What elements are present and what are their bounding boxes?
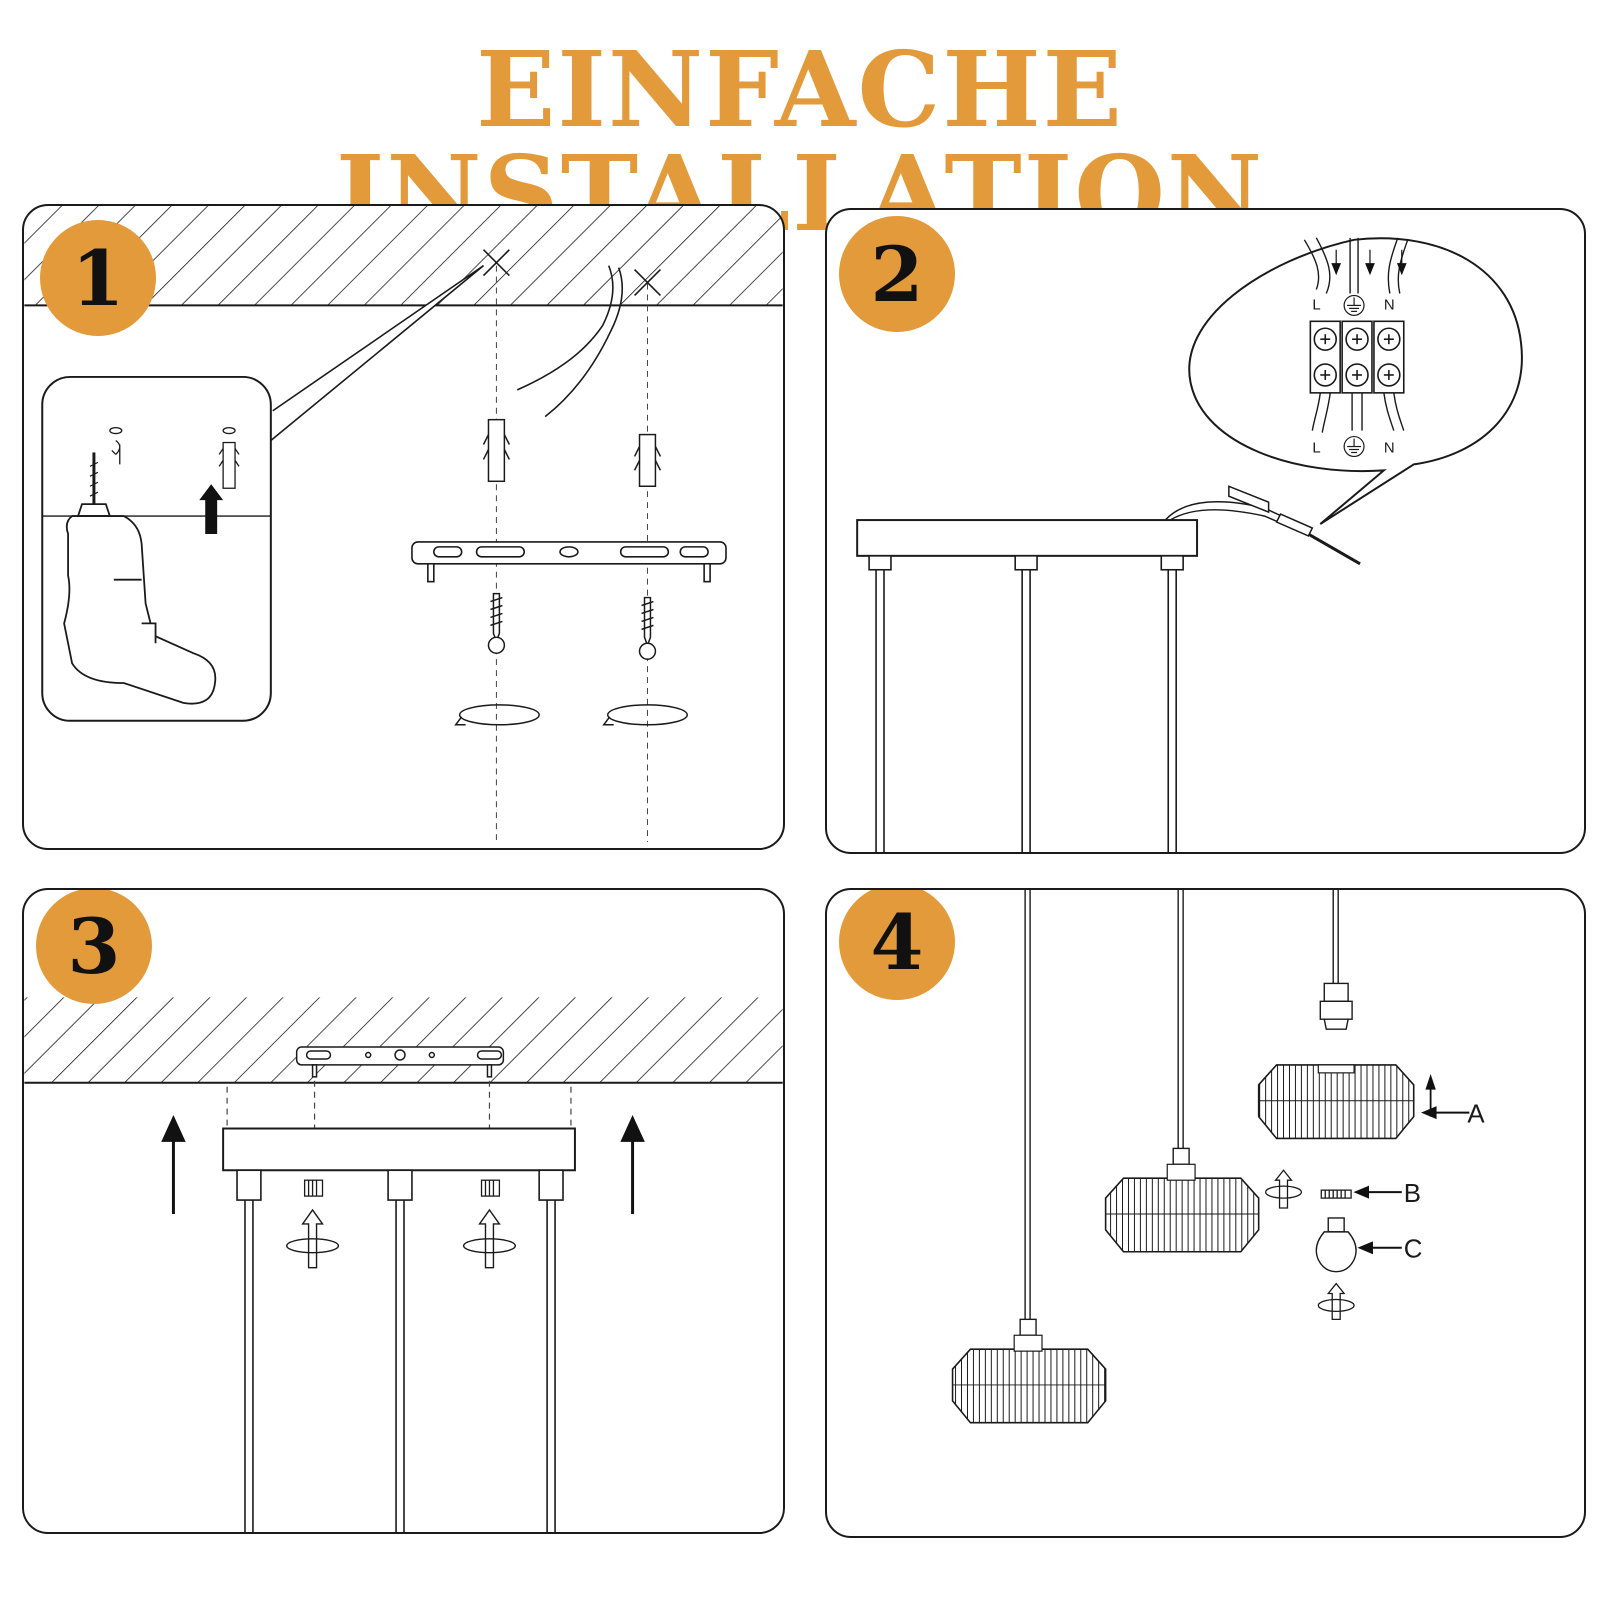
wire-arrows: [1331, 249, 1407, 276]
canopy-cords: [236, 1169, 564, 1532]
step-4-panel: A B C 4: [825, 888, 1586, 1538]
pendant-shade-middle: [1104, 1147, 1260, 1253]
step-2-illustration: L N L N: [856, 237, 1523, 852]
step-3-number: 3: [67, 901, 121, 991]
pendant-shade-left: [951, 1318, 1107, 1424]
pendant-shade-exploded: [1257, 1064, 1415, 1140]
step-4-number: 4: [870, 897, 924, 987]
label-live-top: L: [1312, 297, 1320, 313]
fixing-nut-left: [303, 1179, 324, 1197]
light-bulb-icon: [1315, 1217, 1357, 1273]
label-part-b: B: [1404, 1180, 1421, 1208]
outgoing-wires: [1311, 392, 1405, 433]
screw-left: [487, 592, 506, 654]
ceiling-canopy: [222, 1127, 576, 1172]
wall-anchor-right: [633, 433, 662, 487]
rotate-bulb-arrow-icon: [1317, 1282, 1355, 1320]
step-3-illustration: [24, 997, 783, 1532]
tighten-arrow-left: [286, 1208, 340, 1269]
step-3-panel: 3: [22, 888, 785, 1534]
wall-anchor-left: [482, 418, 511, 483]
up-arrow-icon: [199, 484, 224, 534]
canopy-cords: [868, 555, 1184, 852]
pendant-cords: [1024, 890, 1339, 1320]
step-1-number: 1: [71, 233, 125, 323]
lamp-socket: [1319, 982, 1353, 1030]
label-live-bottom: L: [1312, 440, 1320, 456]
drill-icon: [63, 452, 217, 705]
drill-mark-right: [633, 269, 661, 297]
step-1-illustration: [24, 206, 783, 843]
screw-right: [638, 596, 657, 660]
label-part-c: C: [1404, 1236, 1423, 1264]
mounting-bracket: [295, 1046, 505, 1078]
terminal-connectors: [1309, 320, 1405, 394]
step-2-badge: 2: [839, 216, 955, 332]
rotate-ring-arrow-icon: [1264, 1169, 1303, 1209]
ceiling-cable: [516, 265, 624, 418]
step-4-badge: 4: [839, 890, 955, 1000]
rotate-arrow-left: [454, 704, 540, 726]
lift-arrow-right-icon: [620, 1114, 645, 1214]
ground-symbol-top-icon: [1343, 294, 1365, 316]
detail-anchor: [218, 441, 240, 489]
tighten-arrow-right: [462, 1208, 516, 1269]
step-3-badge: 3: [36, 890, 152, 1004]
ceiling-canopy: [856, 519, 1199, 557]
label-neutral-bottom: N: [1384, 440, 1395, 456]
mounting-bracket: [411, 541, 727, 583]
label-part-a: A: [1467, 1101, 1485, 1129]
step-1-panel: 1: [22, 204, 785, 850]
step-2-panel: L N L N 2: [825, 208, 1586, 854]
lift-arrow-left-icon: [161, 1114, 186, 1214]
ring-nut: [1320, 1189, 1352, 1199]
label-pointers: [1353, 1106, 1470, 1255]
step-4-illustration: A B C: [951, 890, 1485, 1424]
rotate-arrow-right: [602, 704, 688, 726]
drill-mark-left: [482, 249, 510, 277]
step-2-number: 2: [870, 229, 924, 319]
label-neutral-top: N: [1384, 297, 1395, 313]
fixing-nut-right: [480, 1179, 501, 1197]
drill-detail-callout: [41, 375, 272, 722]
ground-symbol-bottom-icon: [1343, 435, 1365, 458]
ceiling-hatch: [24, 997, 783, 1083]
incoming-wires: [1303, 237, 1409, 294]
detail-callout-pointer: [270, 264, 485, 442]
terminal-block: [1228, 485, 1314, 537]
step-1-badge: 1: [40, 220, 156, 336]
